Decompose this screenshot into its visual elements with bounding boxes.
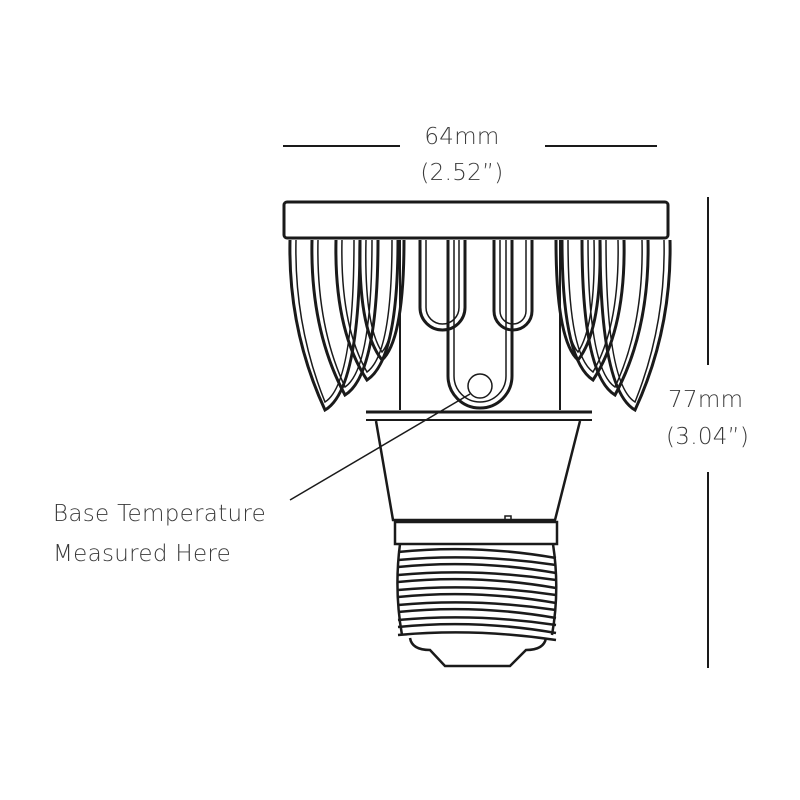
base-contact xyxy=(408,637,548,668)
bulb-rim xyxy=(282,200,670,240)
fin xyxy=(358,239,406,363)
fin xyxy=(310,239,380,398)
callout-label-line1: Base Temperature xyxy=(53,501,267,527)
fin xyxy=(341,239,393,374)
callout-label-line2: Measured Here xyxy=(53,541,232,567)
fin xyxy=(598,239,672,413)
fin xyxy=(561,239,595,354)
fin xyxy=(446,240,514,410)
width-metric-label: 64mm xyxy=(424,124,500,150)
heatsink-core xyxy=(399,240,561,410)
height-metric-label: 77mm xyxy=(668,387,744,413)
width-imperial-label: (2.52”) xyxy=(420,160,504,186)
screw-threads xyxy=(397,547,557,642)
fin xyxy=(554,239,602,363)
fin xyxy=(288,239,362,413)
thread-ridge xyxy=(397,577,557,597)
fin xyxy=(580,239,650,398)
temperature-point-marker xyxy=(467,373,493,399)
height-imperial-label: (3.04”) xyxy=(666,424,750,450)
fin xyxy=(425,240,460,325)
screw-base-top-band xyxy=(393,520,559,546)
fin xyxy=(453,240,507,403)
fin xyxy=(567,239,619,374)
screw-base-sides xyxy=(396,543,558,636)
fin xyxy=(418,240,467,332)
thread-ridge xyxy=(397,547,557,567)
thread-ridge xyxy=(397,562,557,582)
fin xyxy=(605,239,665,404)
fin xyxy=(365,239,399,354)
thread-ridge xyxy=(397,592,557,612)
bulb-collar xyxy=(374,420,582,522)
thread-ridge xyxy=(397,622,557,642)
heatsink-fins xyxy=(288,239,672,413)
thread-ridge xyxy=(397,607,557,627)
fin xyxy=(295,239,355,404)
